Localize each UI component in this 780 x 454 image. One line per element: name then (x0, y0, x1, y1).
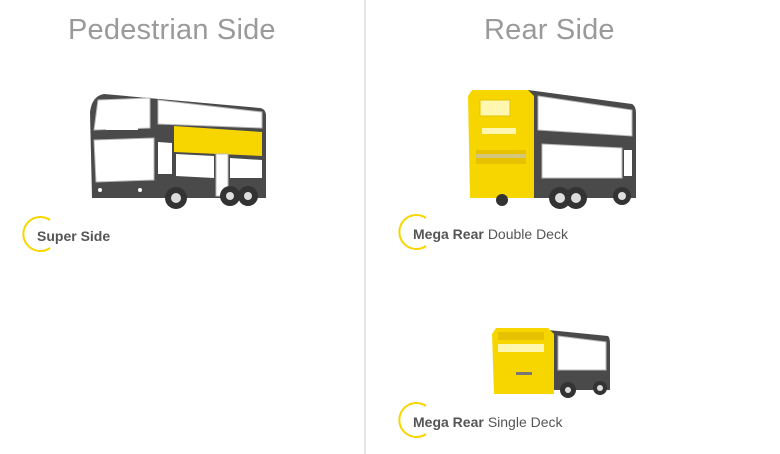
super-side-bus-image (90, 94, 266, 209)
option-name: Mega Rear (413, 226, 484, 242)
mega-rear-single-deck-bus-image (492, 328, 610, 398)
pedestrian-side-heading: Pedestrian Side (68, 14, 276, 46)
super-side-option[interactable]: Super Side (20, 214, 110, 258)
selection-ring-icon (398, 214, 427, 250)
option-variant: Single Deck (487, 414, 563, 430)
rear-side-heading: Rear Side (484, 14, 615, 46)
option-variant: Double Deck (487, 226, 568, 242)
selection-ring-icon (22, 216, 51, 252)
section-divider (364, 0, 366, 454)
mega-rear-double-deck-bus-image (468, 90, 636, 209)
option-name: Mega Rear (413, 414, 484, 430)
selection-ring-icon (398, 402, 427, 438)
option-name: Super Side (37, 228, 111, 244)
